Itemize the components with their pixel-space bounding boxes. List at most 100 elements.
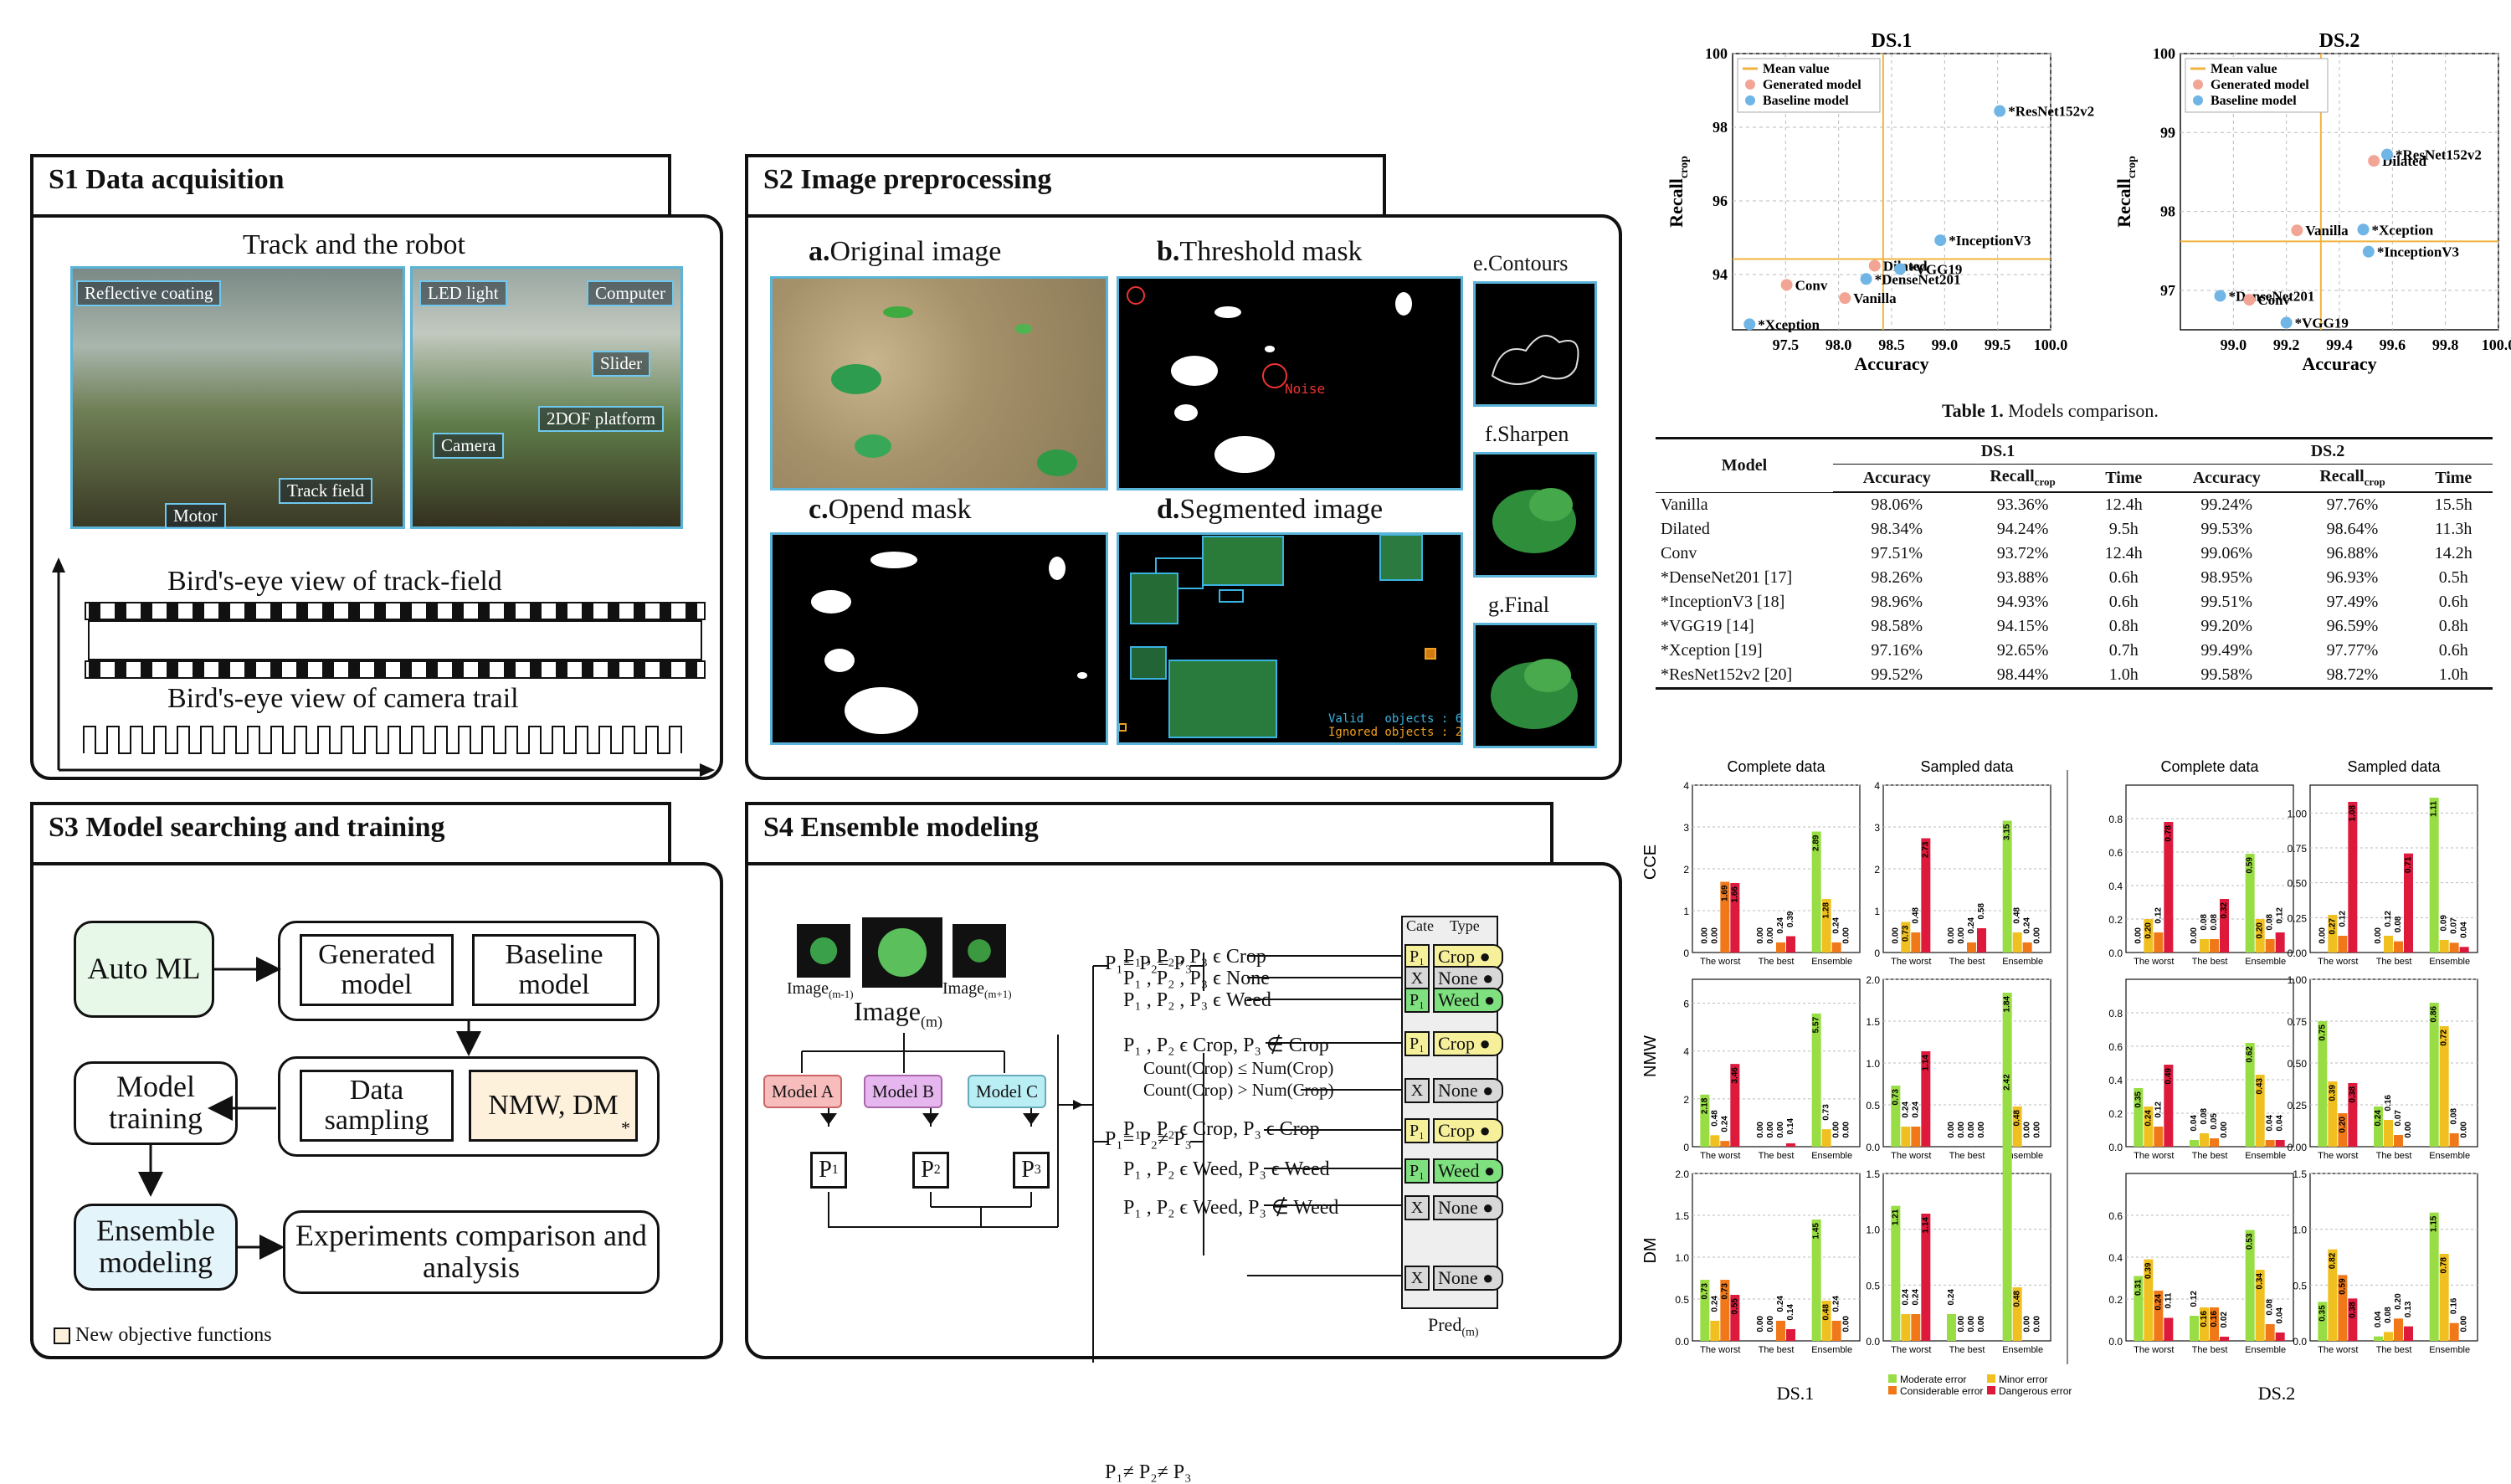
scatter-xtick: 99.4	[2326, 336, 2353, 353]
bar	[2404, 853, 2413, 953]
tag-computer: Computer	[587, 280, 674, 306]
bar-legend-swatch	[1888, 1374, 1897, 1383]
table-cell: 98.58%	[1871, 617, 1923, 635]
bar	[1967, 942, 1976, 953]
rail-tie	[193, 603, 204, 619]
bar-group-label: The worst	[2134, 1345, 2174, 1355]
bar	[1891, 1086, 1901, 1147]
bar-value-label: 0.00	[1977, 1122, 1986, 1138]
bar-value-label: 0.38	[2348, 1302, 2357, 1318]
table-cell: 93.72%	[1996, 544, 2049, 562]
s3-title: S3 Model searching and training	[49, 812, 445, 843]
scatter-point	[1743, 318, 1756, 331]
bar	[2220, 1337, 2229, 1341]
bar-value-label: 0.62	[2246, 1046, 2255, 1063]
s2-b-letter: b.	[1157, 236, 1180, 267]
bar	[1776, 942, 1785, 953]
s4-title: S4 Ensemble modeling	[763, 812, 1039, 843]
scatter-xtick: 99.5	[1985, 336, 2011, 353]
generated-model-box: Generated model	[300, 934, 454, 1006]
type-cell: None ●	[1433, 1266, 1503, 1291]
th-recall-1-text: Recall	[1990, 467, 2035, 485]
scatter-title: DS.1	[1872, 30, 1913, 52]
table-cell: 94.93%	[1996, 593, 2049, 611]
image-cur-thumb	[862, 917, 942, 988]
model-c-box: Model C	[968, 1075, 1046, 1108]
scatter-point-label: Conv	[2257, 292, 2290, 308]
bar-value-label: 0.32	[2220, 902, 2229, 919]
bar-ytick: 0.5	[2293, 1280, 2307, 1291]
rail-tie	[167, 661, 178, 678]
bar-value-label: 0.58	[1977, 903, 1986, 920]
bar-group-label: Ensemble	[2245, 957, 2286, 967]
image-cur-text: Image	[854, 996, 921, 1026]
bar-ytick: 0.75	[2288, 843, 2308, 855]
bar-column-title: Complete data	[2160, 758, 2259, 775]
scatter-xtick: 99.8	[2432, 336, 2459, 353]
bar-ytick: 0.5	[1675, 1294, 1689, 1306]
segmented-boxes	[1118, 534, 1436, 738]
automl-box: Auto ML	[74, 921, 214, 1018]
table-cell: 1.0h	[2438, 665, 2468, 684]
th-recall-2-sub: crop	[2364, 475, 2385, 488]
rail-tie	[244, 661, 256, 678]
bar-value-label: 0.24	[1967, 917, 1976, 934]
bar	[2265, 939, 2275, 953]
bar	[2154, 932, 2164, 953]
bar-group-label: The best	[2192, 957, 2228, 967]
bar	[2245, 1230, 2255, 1341]
scatter-legend-entry: Generated model	[2211, 78, 2309, 92]
bar-value-label: 0.24	[1832, 917, 1841, 934]
bar-group-label: The best	[2192, 1345, 2228, 1355]
type-cell: Weed ●	[1433, 988, 1503, 1013]
scatter-legend-entry: Generated model	[1763, 78, 1861, 92]
s4-panel: Image(m-1) Image(m) Image(m+1) Model A M…	[745, 862, 1622, 1483]
nmw-dm-star: *	[621, 1117, 630, 1138]
bar	[1720, 881, 1730, 953]
threshold-blobs	[1127, 286, 1412, 473]
bar-value-label: 0.00	[1842, 1122, 1851, 1138]
table-cell: 93.36%	[1996, 496, 2049, 514]
bar	[2210, 939, 2219, 953]
bar	[2384, 1120, 2393, 1147]
bar	[2338, 936, 2348, 953]
image-cur-sub: (m)	[920, 1013, 942, 1030]
rail-tie	[374, 661, 386, 678]
bar-value-label: 0.24	[2374, 1110, 2383, 1127]
bar-ytick: 0.8	[2108, 814, 2123, 825]
bar	[1911, 1314, 1921, 1341]
rail-tie	[660, 603, 671, 619]
pred-sub: (m)	[1461, 1326, 1479, 1339]
bar-value-label: 0.73	[1720, 1283, 1729, 1300]
bar-value-label: 0.24	[1710, 1296, 1719, 1312]
rail-tie	[244, 603, 256, 619]
table-header-row-2: Accuracy Recallcrop Time Accuracy Recall…	[1656, 464, 2493, 493]
table-cell-model: *ResNet152v2 [20]	[1661, 665, 1793, 684]
bar	[2338, 1113, 2348, 1147]
models-table: Model DS.1 DS.2 Accuracy Recallcrop Time…	[1656, 437, 2493, 690]
bar-value-label: 0.72	[2440, 1030, 2449, 1046]
cate-cell: X	[1404, 1195, 1430, 1220]
bar-value-label: 0.48	[1710, 1110, 1719, 1127]
bar	[1720, 1280, 1730, 1341]
bar-value-label: 0.00	[1766, 927, 1775, 944]
bar-ytick: 0.50	[2288, 1058, 2308, 1070]
bar	[2328, 1249, 2338, 1341]
bar	[2384, 1332, 2393, 1341]
bar-legend-entry: Considerable error	[1900, 1385, 1983, 1397]
bar-value-label: 0.12	[2276, 907, 2285, 924]
bar-value-label: 0.73	[1822, 1104, 1831, 1121]
bar	[1730, 883, 1740, 953]
rail-ties	[89, 603, 697, 678]
scatter-ytick: 98	[1713, 119, 1728, 136]
scatter-point	[2362, 245, 2375, 258]
bar-value-label: 0.39	[1786, 911, 1795, 927]
bar	[1811, 1220, 1821, 1341]
camera-trail-label: Bird's-eye view of camera trail	[167, 683, 519, 714]
